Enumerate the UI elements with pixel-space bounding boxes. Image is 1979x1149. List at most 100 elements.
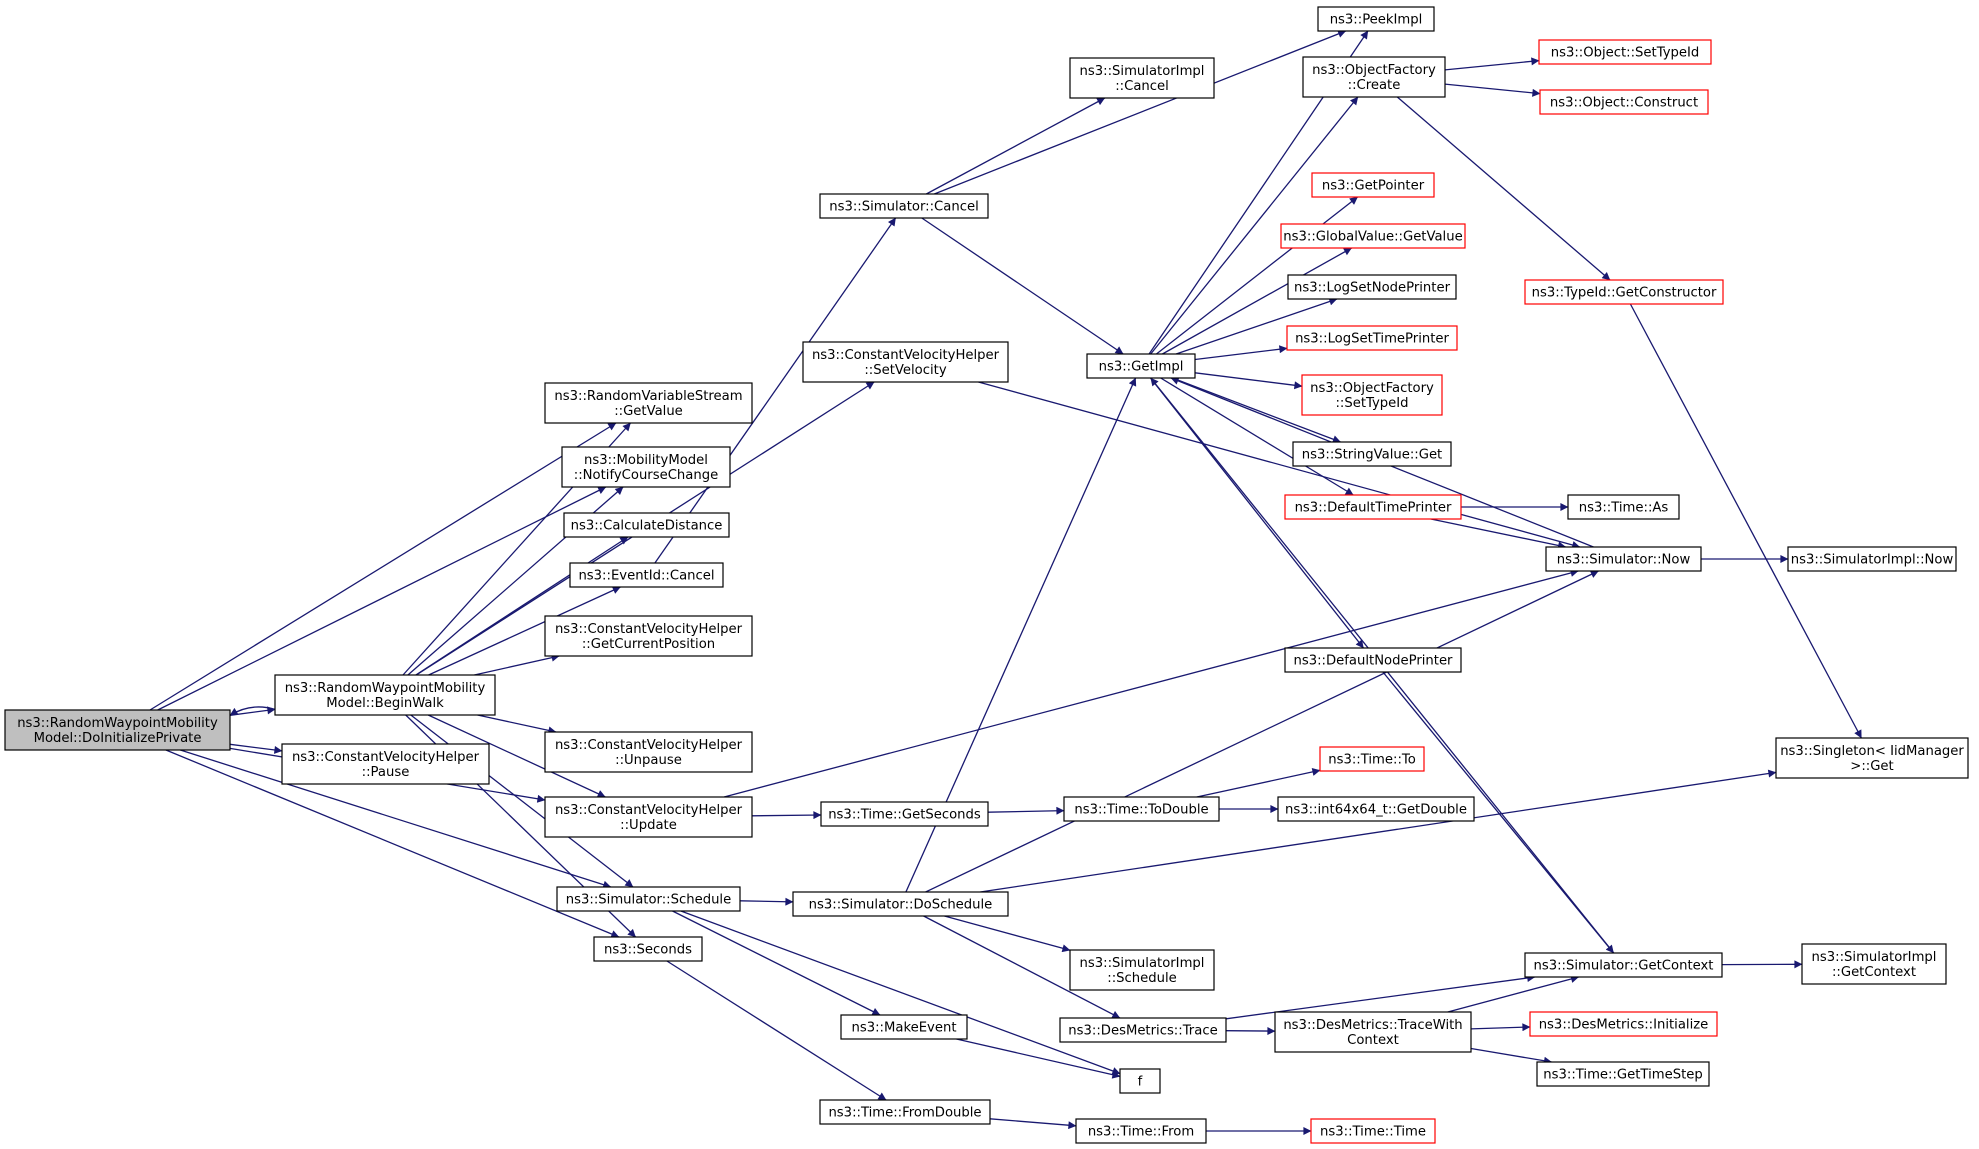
- node-time_time[interactable]: ns3::Time::Time: [1310, 1118, 1436, 1144]
- node-getpointer[interactable]: ns3::GetPointer: [1311, 172, 1435, 198]
- node-label-sim_schedule-0: ns3::Simulator::Schedule: [566, 893, 731, 908]
- node-label-cvh_setvel-0: ns3::ConstantVelocityHelper: [812, 348, 1000, 363]
- node-notifycourse[interactable]: ns3::MobilityModel::NotifyCourseChange: [561, 446, 731, 488]
- node-f[interactable]: f: [1119, 1068, 1161, 1094]
- node-label-sim_now-0: ns3::Simulator::Now: [1557, 553, 1691, 568]
- node-sim_now[interactable]: ns3::Simulator::Now: [1545, 546, 1702, 572]
- node-box-cvh_update: [544, 796, 753, 838]
- node-box-seconds: [593, 936, 703, 962]
- node-label-rvs_getvalue-1: ::GetValue: [614, 404, 683, 419]
- node-sim_cancel[interactable]: ns3::Simulator::Cancel: [819, 193, 989, 219]
- node-peekimpl[interactable]: ns3::PeekImpl: [1317, 6, 1435, 32]
- node-int64_getdouble[interactable]: ns3::int64x64_t::GetDouble: [1277, 796, 1475, 822]
- edge-time_todouble-to-time_to: [1196, 767, 1321, 798]
- node-singleton_get[interactable]: ns3::Singleton< IidManager >::Get: [1775, 737, 1969, 779]
- node-time_fromdouble[interactable]: ns3::Time::FromDouble: [819, 1099, 991, 1125]
- node-root[interactable]: ns3::RandomWaypointMobilityModel::DoInit…: [4, 709, 231, 751]
- node-label-root-1: Model::DoInitializePrivate: [34, 731, 202, 746]
- edge-root-to-notifycourse: [157, 486, 607, 711]
- node-simimpl_schedule[interactable]: ns3::SimulatorImpl::Schedule: [1069, 949, 1215, 991]
- node-eventid_cancel[interactable]: ns3::EventId::Cancel: [569, 562, 724, 588]
- node-box-simimpl_cancel: [1069, 57, 1215, 99]
- node-simimpl_cancel[interactable]: ns3::SimulatorImpl::Cancel: [1069, 57, 1215, 99]
- node-box-typeid_getconstructor: [1524, 279, 1724, 305]
- node-globalvalue_getvalue[interactable]: ns3::GlobalValue::GetValue: [1280, 223, 1466, 249]
- node-sim_getcontext[interactable]: ns3::Simulator::GetContext: [1524, 952, 1723, 978]
- node-sim_doschedule[interactable]: ns3::Simulator::DoSchedule: [792, 891, 1009, 917]
- node-box-time_todouble: [1063, 796, 1220, 822]
- node-time_todouble[interactable]: ns3::Time::ToDouble: [1063, 796, 1220, 822]
- node-label-singleton_get-1: >::Get: [1850, 759, 1893, 774]
- node-label-getpointer-0: ns3::GetPointer: [1322, 179, 1425, 194]
- edge-sim_cancel-to-peekimpl: [934, 30, 1347, 195]
- node-box-simimpl_getcontext: [1801, 943, 1947, 985]
- node-desmetrics_trace[interactable]: ns3::DesMetrics::Trace: [1059, 1017, 1227, 1043]
- node-box-defaultnodeprinter: [1284, 647, 1462, 673]
- node-desmetrics_initialize[interactable]: ns3::DesMetrics::Initialize: [1529, 1011, 1718, 1037]
- node-obj_construct[interactable]: ns3::Object::Construct: [1539, 89, 1709, 115]
- edge-seconds-to-time_fromdouble: [666, 960, 887, 1101]
- node-label-objfactory_create-1: ::Create: [1348, 78, 1401, 93]
- node-box-beginwalk: [274, 674, 496, 716]
- edge-objfactory_create-to-obj_construct: [1444, 83, 1541, 97]
- edge-beginwalk-to-eventid_cancel: [428, 586, 621, 676]
- node-label-time_time-0: ns3::Time::Time: [1320, 1125, 1426, 1140]
- node-logsetnodeprinter[interactable]: ns3::LogSetNodePrinter: [1287, 274, 1457, 300]
- node-box-globalvalue_getvalue: [1280, 223, 1466, 249]
- node-box-sim_getcontext: [1524, 952, 1723, 978]
- node-box-defaulttimeprinter: [1284, 494, 1462, 520]
- node-time_to[interactable]: ns3::Time::To: [1319, 746, 1425, 772]
- node-label-cvh_unpause-1: ::Unpause: [615, 753, 682, 768]
- node-seconds[interactable]: ns3::Seconds: [593, 936, 703, 962]
- node-box-objfactory_create: [1302, 56, 1446, 98]
- edge-sim_doschedule-to-singleton_get: [980, 769, 1777, 893]
- edge-destracewith-to-desmetrics_initialize: [1470, 1023, 1531, 1032]
- node-label-simimpl_cancel-0: ns3::SimulatorImpl: [1080, 64, 1205, 79]
- edge-defaulttimeprinter-to-sim_now: [1430, 518, 1567, 550]
- node-beginwalk[interactable]: ns3::RandomWaypointMobilityModel::BeginW…: [274, 674, 496, 716]
- node-label-objfactory_settypeid-1: ::SetTypeId: [1335, 396, 1408, 411]
- node-box-time_to: [1319, 746, 1425, 772]
- node-label-destracewith-0: ns3::DesMetrics::TraceWith: [1283, 1018, 1462, 1033]
- node-time_as[interactable]: ns3::Time::As: [1567, 494, 1680, 520]
- node-box-cvh_getpos: [544, 615, 753, 657]
- node-obj_settypeid[interactable]: ns3::Object::SetTypeId: [1538, 39, 1712, 65]
- node-box-desmetrics_trace: [1059, 1017, 1227, 1043]
- node-time_from[interactable]: ns3::Time::From: [1075, 1118, 1207, 1144]
- node-cvh_setvel[interactable]: ns3::ConstantVelocityHelper::SetVelocity: [802, 341, 1009, 383]
- node-label-time_as-0: ns3::Time::As: [1579, 501, 1669, 516]
- node-label-objfactory_create-0: ns3::ObjectFactory: [1312, 63, 1436, 78]
- edge-beginwalk-to-cvh_getpos: [474, 653, 560, 676]
- node-box-peekimpl: [1317, 6, 1435, 32]
- edge-destracewith-to-sim_getcontext: [1447, 975, 1579, 1013]
- node-stringvalue_get[interactable]: ns3::StringValue::Get: [1292, 441, 1452, 467]
- node-label-eventid_cancel-0: ns3::EventId::Cancel: [578, 569, 714, 584]
- node-simimpl_now[interactable]: ns3::SimulatorImpl::Now: [1787, 546, 1957, 572]
- node-box-makeevent: [840, 1014, 968, 1040]
- node-cvh_update[interactable]: ns3::ConstantVelocityHelper::Update: [544, 796, 753, 838]
- node-label-calcdist-0: ns3::CalculateDistance: [571, 519, 723, 534]
- node-time_gettimestep[interactable]: ns3::Time::GetTimeStep: [1536, 1061, 1710, 1087]
- function-nodes: ns3::RandomWaypointMobilityModel::DoInit…: [4, 6, 1969, 1144]
- node-objfactory_create[interactable]: ns3::ObjectFactory::Create: [1302, 56, 1446, 98]
- node-cvh_unpause[interactable]: ns3::ConstantVelocityHelper::Unpause: [544, 731, 753, 773]
- node-simimpl_getcontext[interactable]: ns3::SimulatorImpl::GetContext: [1801, 943, 1947, 985]
- node-typeid_getconstructor[interactable]: ns3::TypeId::GetConstructor: [1524, 279, 1724, 305]
- node-sim_schedule[interactable]: ns3::Simulator::Schedule: [556, 886, 741, 912]
- node-box-int64_getdouble: [1277, 796, 1475, 822]
- node-box-sim_now: [1545, 546, 1702, 572]
- node-cvh_getpos[interactable]: ns3::ConstantVelocityHelper::GetCurrentP…: [544, 615, 753, 657]
- node-label-sim_doschedule-0: ns3::Simulator::DoSchedule: [809, 898, 993, 913]
- node-objfactory_settypeid[interactable]: ns3::ObjectFactory::SetTypeId: [1301, 374, 1443, 416]
- node-logsettimeprinter[interactable]: ns3::LogSetTimePrinter: [1286, 325, 1458, 351]
- node-makeevent[interactable]: ns3::MakeEvent: [840, 1014, 968, 1040]
- node-getimpl[interactable]: ns3::GetImpl: [1086, 353, 1196, 379]
- node-box-objfactory_settypeid: [1301, 374, 1443, 416]
- node-defaultnodeprinter[interactable]: ns3::DefaultNodePrinter: [1284, 647, 1462, 673]
- node-rvs_getvalue[interactable]: ns3::RandomVariableStream::GetValue: [544, 382, 753, 424]
- node-time_getseconds[interactable]: ns3::Time::GetSeconds: [820, 801, 989, 827]
- node-cvh_pause[interactable]: ns3::ConstantVelocityHelper::Pause: [281, 743, 490, 785]
- node-calcdist[interactable]: ns3::CalculateDistance: [563, 512, 730, 538]
- node-defaulttimeprinter[interactable]: ns3::DefaultTimePrinter: [1284, 494, 1462, 520]
